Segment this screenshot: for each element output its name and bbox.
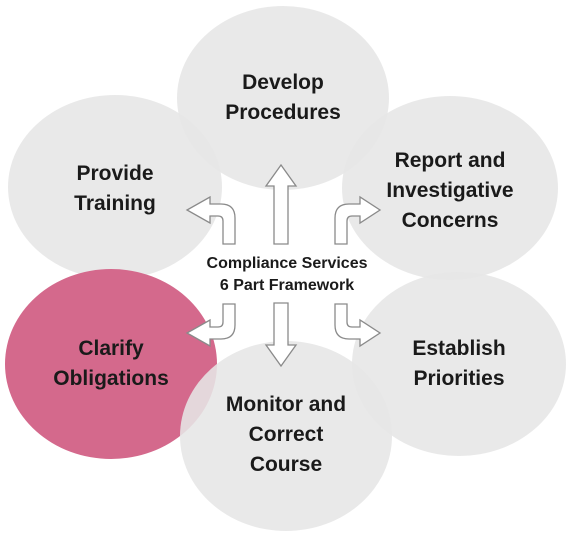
turn-left-down-arrow-icon	[185, 303, 236, 348]
label-line: Establish	[412, 337, 506, 360]
label-provide-training: Provide Training	[15, 159, 215, 219]
label-line: Course	[249, 453, 323, 476]
center-title: Compliance Services 6 Part Framework	[187, 253, 387, 297]
label-develop-procedures: Develop Procedures	[183, 68, 383, 128]
label-line: Correct	[248, 423, 324, 446]
turn-right-arrow-icon	[334, 195, 382, 245]
label-line: Priorities	[413, 367, 505, 390]
label-line: Concerns	[401, 209, 499, 232]
center-title-line: Compliance Services	[206, 255, 368, 272]
label-establish-priorities: Establish Priorities	[359, 334, 559, 394]
petal-report-and-investigative-concerns	[342, 96, 558, 280]
label-line: Clarify	[78, 337, 144, 360]
label-line: Report and	[394, 149, 506, 172]
label-line: Monitor and	[225, 393, 347, 416]
arrow-down-icon	[264, 302, 298, 368]
petal-provide-training	[8, 95, 222, 279]
petal-develop-procedures	[177, 6, 389, 190]
label-line: Procedures	[225, 101, 341, 124]
petal-establish-priorities	[352, 272, 566, 456]
turn-left-arrow-icon	[185, 195, 236, 245]
label-line: Develop	[242, 71, 324, 94]
arrow-up-icon	[264, 163, 298, 245]
label-monitor-and-correct-course: Monitor and Correct Course	[186, 390, 386, 480]
label-report-and-investigative-concerns: Report and Investigative Concerns	[350, 146, 550, 236]
label-line: Training	[74, 192, 156, 215]
label-line: Provide	[76, 162, 154, 185]
petal-monitor-and-correct-course	[180, 341, 392, 531]
turn-right-down-arrow-icon	[334, 303, 382, 348]
label-line: Obligations	[53, 367, 169, 390]
center-title-line: 6 Part Framework	[219, 277, 355, 294]
petal-clarify-obligations	[5, 269, 217, 459]
label-clarify-obligations: Clarify Obligations	[11, 334, 211, 394]
label-line: Investigative	[386, 179, 514, 202]
